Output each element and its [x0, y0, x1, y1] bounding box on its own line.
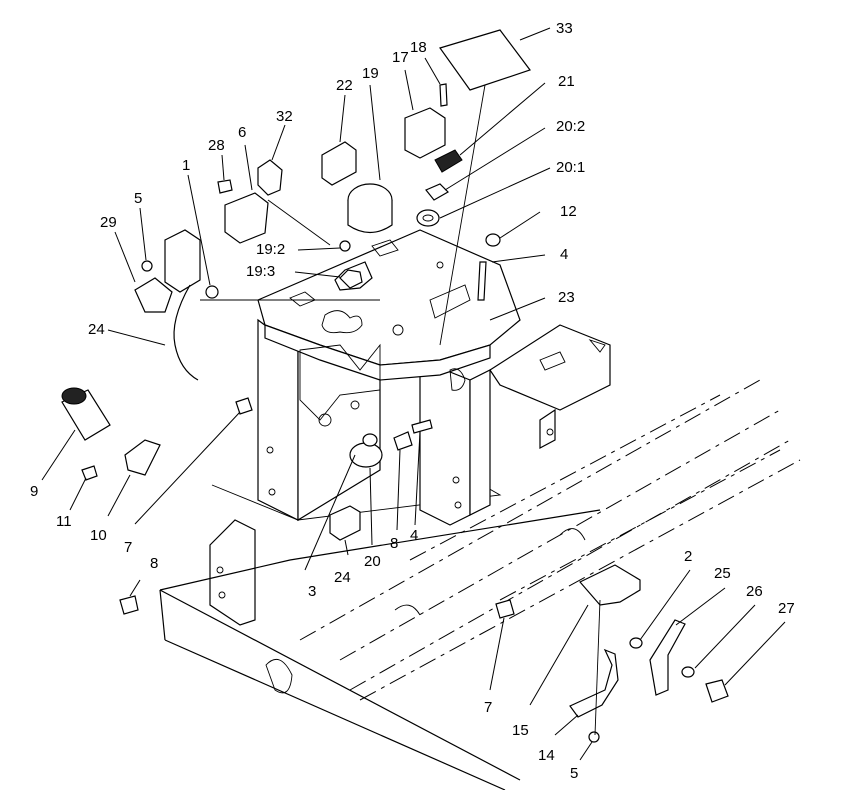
- callout-9: 9: [30, 483, 38, 500]
- callout-10: 10: [90, 527, 107, 544]
- leader-lines: [41, 27, 786, 761]
- callout-8-left: 8: [150, 555, 158, 572]
- part-24-lower: [329, 505, 361, 541]
- callout-15: 15: [512, 722, 529, 739]
- callout-19-2: 19:2: [256, 241, 285, 258]
- callout-27: 27: [778, 600, 795, 617]
- callout-17: 17: [392, 49, 409, 66]
- part-7-upper: [235, 397, 253, 415]
- part-4-mid: [411, 419, 433, 434]
- callout-5-top: 5: [134, 190, 142, 207]
- part-6: [224, 192, 269, 244]
- callout-33: 33: [556, 20, 573, 37]
- part-29: [134, 277, 173, 313]
- tower-bracket: [211, 318, 611, 526]
- callout-24-top: 24: [88, 321, 105, 338]
- part-4-top: [477, 261, 487, 301]
- chassis-frame: [159, 379, 801, 790]
- part-19-2: [339, 240, 351, 252]
- part-32: [257, 159, 283, 196]
- callout-8-mid: 8: [390, 535, 398, 552]
- callout-5-lower: 5: [570, 765, 578, 782]
- part-11: [81, 465, 98, 481]
- callout-28: 28: [208, 137, 225, 154]
- callout-7-upper: 7: [124, 539, 132, 556]
- part-20-2: [425, 183, 449, 201]
- callout-1: 1: [182, 157, 190, 174]
- callout-18: 18: [410, 39, 427, 56]
- decal-33: [439, 29, 531, 91]
- callout-29: 29: [100, 214, 117, 231]
- part-17: [404, 107, 446, 159]
- callout-7-lower: 7: [484, 699, 492, 716]
- callout-20: 20: [364, 553, 381, 570]
- callout-23: 23: [558, 289, 575, 306]
- part-12: [485, 233, 501, 247]
- part-18: [439, 83, 448, 107]
- part-15: [579, 564, 641, 606]
- callout-32: 32: [276, 108, 293, 125]
- callout-20-2: 20:2: [556, 118, 585, 135]
- part-25: [649, 619, 686, 696]
- callout-labels: 33 18 17 19 22 21 20:2 32 6 28 20:1 1 5 …: [30, 20, 795, 782]
- part-7-lower: [495, 599, 515, 619]
- part-21: [434, 149, 463, 173]
- callout-22: 22: [336, 77, 353, 94]
- callout-26: 26: [746, 583, 763, 600]
- wire-bracket: [164, 229, 201, 293]
- part-5-lower: [588, 731, 600, 743]
- part-14: [569, 648, 619, 718]
- part-2: [629, 637, 643, 649]
- part-10: [124, 439, 161, 476]
- wire-harness-24: [173, 284, 199, 381]
- part-27: [705, 679, 729, 703]
- callout-4-top: 4: [560, 246, 568, 263]
- callout-21: 21: [558, 73, 575, 90]
- part-5-top: [141, 260, 153, 272]
- callout-19-3: 19:3: [246, 263, 275, 280]
- callout-14: 14: [538, 747, 555, 764]
- part-28: [217, 179, 233, 194]
- callout-4-mid: 4: [410, 527, 418, 544]
- callout-25: 25: [714, 565, 731, 582]
- callout-6: 6: [238, 124, 246, 141]
- callout-12: 12: [560, 203, 577, 220]
- part-22: [321, 141, 357, 186]
- part-20-1: [416, 209, 440, 227]
- callout-11: 11: [56, 513, 72, 530]
- part-8-left: [119, 595, 139, 615]
- part-19-3: [339, 269, 363, 289]
- part-8-mid: [393, 431, 413, 451]
- callout-3: 3: [308, 583, 316, 600]
- part-26: [681, 666, 695, 678]
- parts: [61, 29, 729, 743]
- part-1: [205, 285, 219, 299]
- callout-2: 2: [684, 548, 692, 565]
- callout-24-lower: 24: [334, 569, 351, 586]
- callout-20-1: 20:1: [556, 159, 585, 176]
- callout-19: 19: [362, 65, 379, 82]
